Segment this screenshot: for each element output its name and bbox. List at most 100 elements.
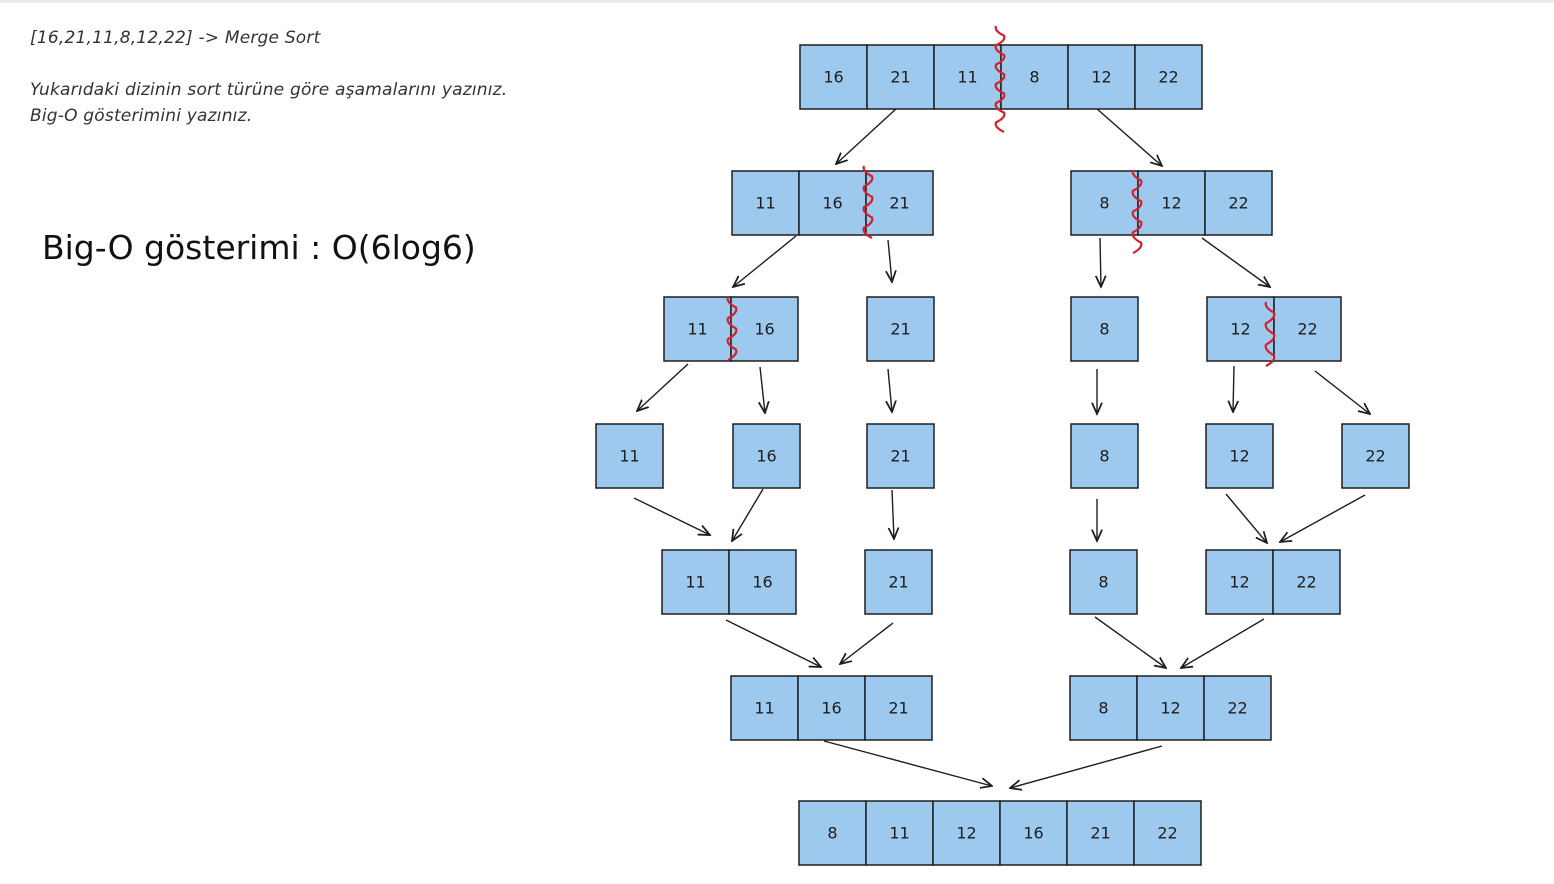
cell-value: 11 bbox=[889, 824, 909, 843]
array-cell bbox=[866, 423, 935, 489]
arrows-layer bbox=[633, 107, 1370, 788]
cell-value: 22 bbox=[1157, 824, 1177, 843]
array-group: 8 bbox=[1069, 549, 1138, 615]
flow-arrow bbox=[1225, 493, 1267, 543]
array-group: 21 bbox=[866, 296, 935, 362]
array-group: 21 bbox=[866, 423, 935, 489]
cell-value: 22 bbox=[1296, 573, 1316, 592]
flow-arrow bbox=[637, 363, 689, 411]
flow-arrow bbox=[1233, 365, 1234, 412]
array-cell bbox=[1205, 549, 1274, 615]
array-cell bbox=[864, 675, 933, 741]
array-cell bbox=[1206, 296, 1275, 362]
cell-value: 8 bbox=[1029, 68, 1039, 87]
cell-value: 22 bbox=[1297, 320, 1317, 339]
flow-arrow bbox=[1181, 618, 1265, 668]
cell-value: 11 bbox=[685, 573, 705, 592]
array-cell bbox=[864, 549, 933, 615]
array-group: 16 bbox=[732, 423, 801, 489]
problem-title: [16,21,11,8,12,22] -> Merge Sort bbox=[30, 28, 321, 48]
array-group: 21 bbox=[864, 549, 933, 615]
cell-value: 21 bbox=[888, 573, 908, 592]
big-o-answer: Big-O gösterimi : O(6log6) bbox=[42, 228, 476, 267]
array-cell bbox=[1204, 170, 1273, 236]
cell-value: 12 bbox=[1161, 194, 1181, 213]
flow-arrow bbox=[1314, 370, 1370, 414]
cell-value: 12 bbox=[1091, 68, 1111, 87]
cell-value: 11 bbox=[619, 447, 639, 466]
cell-value: 16 bbox=[752, 573, 772, 592]
array-cell bbox=[1205, 423, 1274, 489]
cell-value: 12 bbox=[1160, 699, 1180, 718]
cell-value: 11 bbox=[957, 68, 977, 87]
array-group: 8 bbox=[1070, 423, 1139, 489]
split-marker bbox=[1264, 301, 1276, 367]
flow-arrow bbox=[633, 497, 710, 535]
array-cell bbox=[865, 170, 934, 236]
cell-value: 21 bbox=[888, 699, 908, 718]
flow-arrow bbox=[892, 489, 894, 539]
flow-arrow bbox=[823, 740, 992, 786]
flow-arrow bbox=[733, 235, 797, 287]
cell-value: 11 bbox=[755, 194, 775, 213]
cell-value: 8 bbox=[1098, 699, 1108, 718]
array-group: 11 bbox=[595, 423, 664, 489]
cell-value: 21 bbox=[890, 447, 910, 466]
cell-value: 8 bbox=[1099, 447, 1109, 466]
cell-value: 22 bbox=[1227, 699, 1247, 718]
cell-value: 22 bbox=[1158, 68, 1178, 87]
cell-value: 16 bbox=[754, 320, 774, 339]
array-cell bbox=[932, 800, 1001, 866]
flow-arrow bbox=[888, 239, 892, 282]
cell-value: 22 bbox=[1228, 194, 1248, 213]
array-cell bbox=[595, 423, 664, 489]
array-cell bbox=[1203, 675, 1272, 741]
flow-arrow bbox=[1201, 237, 1270, 287]
cell-value: 8 bbox=[1098, 573, 1108, 592]
array-cell bbox=[1070, 296, 1139, 362]
flow-arrow bbox=[760, 366, 765, 413]
array-group: 16 21 11 8 12 22 bbox=[799, 44, 1203, 110]
array-cell bbox=[1134, 44, 1203, 110]
array-group: 8 bbox=[1070, 296, 1139, 362]
array-cell bbox=[1070, 423, 1139, 489]
flow-arrow bbox=[1094, 616, 1166, 668]
array-cell bbox=[728, 549, 797, 615]
instruction-line-1: Yukarıdaki dizinin sort türüne göre aşam… bbox=[30, 80, 508, 100]
array-cell bbox=[1272, 549, 1341, 615]
cell-value: 16 bbox=[823, 68, 843, 87]
cell-value: 8 bbox=[827, 824, 837, 843]
array-group: 11 16 bbox=[661, 549, 797, 615]
array-cell bbox=[730, 296, 799, 362]
array-cell bbox=[1136, 675, 1205, 741]
cell-value: 16 bbox=[822, 194, 842, 213]
cell-value: 21 bbox=[1090, 824, 1110, 843]
flow-arrow bbox=[1010, 745, 1163, 788]
array-cell bbox=[1067, 44, 1136, 110]
cell-value: 11 bbox=[754, 699, 774, 718]
split-marker bbox=[726, 296, 738, 361]
array-cell bbox=[798, 800, 867, 866]
array-cell bbox=[798, 170, 867, 236]
cell-value: 22 bbox=[1365, 447, 1385, 466]
array-cell bbox=[732, 423, 801, 489]
cell-value: 21 bbox=[890, 68, 910, 87]
split-markers-layer bbox=[726, 25, 1276, 367]
array-cell bbox=[731, 170, 800, 236]
array-cell bbox=[799, 44, 868, 110]
top-border bbox=[0, 0, 1554, 3]
array-group: 22 bbox=[1341, 423, 1410, 489]
array-cell bbox=[1341, 423, 1410, 489]
array-cell bbox=[730, 675, 799, 741]
cell-value: 16 bbox=[756, 447, 776, 466]
instruction-line-2: Big-O gösterimini yazınız. bbox=[30, 106, 253, 126]
cell-value: 12 bbox=[956, 824, 976, 843]
array-group: 8 12 22 bbox=[1069, 675, 1272, 741]
